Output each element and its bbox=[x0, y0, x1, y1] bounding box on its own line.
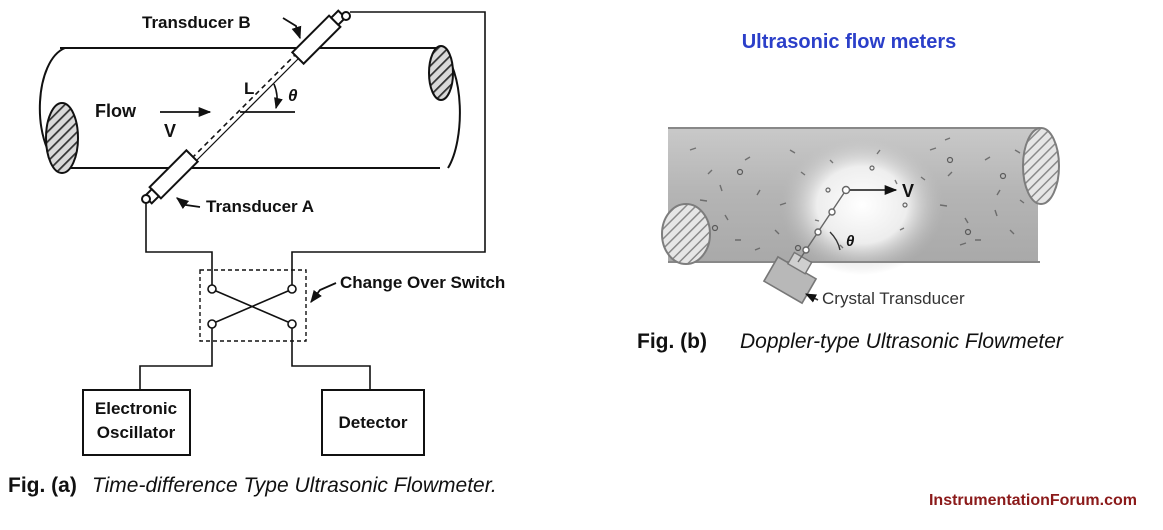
pipe-b-dots bbox=[711, 156, 1007, 252]
watermark-link[interactable]: InstrumentationForum.com bbox=[929, 492, 1137, 509]
theta-label-b: θ bbox=[846, 233, 855, 250]
switch-contacts bbox=[207, 284, 297, 329]
crystal-transducer-pointer bbox=[804, 293, 819, 303]
switch-cross-lines bbox=[215, 290, 289, 323]
change-over-switch-label: Change Over Switch bbox=[340, 273, 505, 292]
pipe-a-left-end bbox=[45, 102, 79, 174]
detector-box bbox=[321, 389, 425, 456]
transducer-b-label: Transducer B bbox=[142, 13, 251, 32]
crystal-transducer bbox=[762, 251, 818, 305]
fig-b-caption-label: Fig. (b) bbox=[637, 330, 707, 353]
transducer-a bbox=[143, 148, 200, 205]
pipe-b-particles bbox=[689, 137, 1025, 251]
electronic-oscillator-box bbox=[82, 389, 191, 456]
velocity-label: V bbox=[164, 121, 176, 141]
angle-arc-b bbox=[829, 231, 841, 251]
transducer-b bbox=[290, 9, 347, 66]
fig-a: Transducer B Transducer A Flow V L θ bbox=[8, 9, 505, 497]
pipe-b-glow bbox=[780, 135, 944, 275]
transducer-b-pointer bbox=[282, 17, 302, 40]
transducer-a-terminal bbox=[141, 194, 151, 204]
transducer-a-pointer bbox=[176, 197, 201, 209]
pipe-a-right-end bbox=[428, 45, 454, 101]
angle-arc bbox=[273, 83, 283, 110]
transducer-b-terminal bbox=[341, 11, 351, 21]
flow-label: Flow bbox=[95, 101, 137, 121]
fig-b: V θ Crystal Transducer Fig. (b) Doppler-… bbox=[637, 127, 1064, 353]
oscillator-label-line1: Electronic bbox=[95, 399, 177, 418]
beam-path bbox=[797, 185, 851, 263]
crystal-transducer-label: Crystal Transducer bbox=[822, 289, 965, 308]
theta-label: θ bbox=[288, 86, 298, 105]
detector-label: Detector bbox=[339, 413, 408, 432]
page-title: Ultrasonic flow meters bbox=[742, 31, 957, 53]
change-over-switch-pointer bbox=[310, 282, 337, 304]
fig-a-caption-label: Fig. (a) bbox=[8, 474, 77, 497]
change-over-switch-box bbox=[199, 269, 307, 342]
transducer-a-label: Transducer A bbox=[206, 197, 314, 216]
velocity-label-b: V bbox=[902, 181, 914, 201]
length-label: L bbox=[244, 79, 254, 98]
pipe-b-left-end bbox=[661, 203, 711, 265]
pipe-b-right-end bbox=[1022, 127, 1060, 205]
fig-b-caption-text: Doppler-type Ultrasonic Flowmeter bbox=[740, 330, 1064, 353]
fig-a-caption-text: Time-difference Type Ultrasonic Flowmete… bbox=[92, 474, 497, 497]
wiring bbox=[139, 11, 486, 390]
oscillator-label-line2: Oscillator bbox=[97, 423, 176, 442]
